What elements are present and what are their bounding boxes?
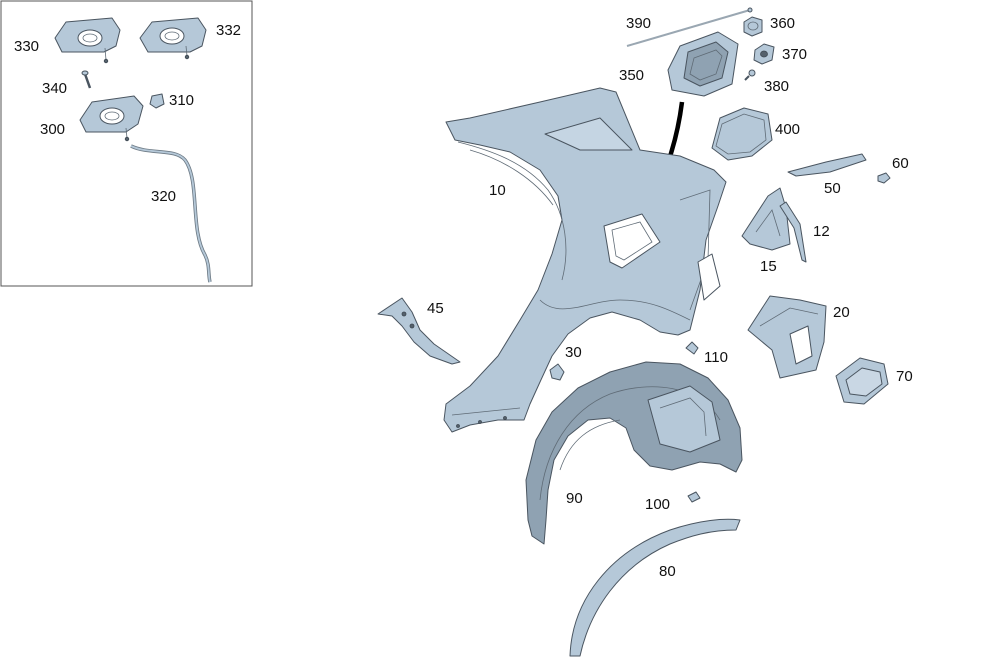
part-100-clip[interactable] <box>687 491 701 503</box>
part-20-inner-panel[interactable] <box>747 295 827 379</box>
part-370-actuator[interactable] <box>753 43 775 65</box>
label-350: 350 <box>619 67 644 84</box>
part-90-wheelhouse-liner[interactable] <box>525 361 743 545</box>
part-60-clip[interactable] <box>877 172 891 184</box>
part-45-bracket[interactable] <box>377 297 461 365</box>
label-70: 70 <box>896 368 913 385</box>
label-320: 320 <box>151 188 176 205</box>
part-350-filler-housing[interactable] <box>667 31 739 97</box>
part-310-bracket[interactable] <box>149 93 165 109</box>
label-60: 60 <box>892 155 909 172</box>
label-340: 340 <box>42 80 67 97</box>
part-30-clip[interactable] <box>549 363 565 381</box>
label-300: 300 <box>40 121 65 138</box>
part-110-clip[interactable] <box>685 341 699 355</box>
part-380-screw[interactable] <box>744 69 756 81</box>
label-370: 370 <box>782 46 807 63</box>
label-20: 20 <box>833 304 850 321</box>
part-80-arch-trim[interactable] <box>569 518 741 657</box>
part-320-drain-hose[interactable] <box>130 144 212 283</box>
part-300-housing[interactable] <box>79 95 144 142</box>
label-30: 30 <box>565 344 582 361</box>
label-90: 90 <box>566 490 583 507</box>
part-400-fuel-door[interactable] <box>711 107 773 161</box>
label-330: 330 <box>14 38 39 55</box>
label-332: 332 <box>216 22 241 39</box>
part-10-quarter-panel[interactable] <box>443 87 727 433</box>
label-45: 45 <box>427 300 444 317</box>
part-330-housing[interactable] <box>54 17 121 64</box>
label-10: 10 <box>489 182 506 199</box>
label-360: 360 <box>770 15 795 32</box>
part-12-strip[interactable] <box>779 201 807 263</box>
label-15: 15 <box>760 258 777 275</box>
label-80: 80 <box>659 563 676 580</box>
part-50-strip[interactable] <box>787 153 867 177</box>
part-15-panel[interactable] <box>741 187 791 251</box>
label-12: 12 <box>813 223 830 240</box>
label-110: 110 <box>704 349 728 366</box>
part-340-bolt[interactable] <box>81 70 92 89</box>
inset-frame <box>0 0 253 287</box>
part-332-housing[interactable] <box>139 17 207 60</box>
label-390: 390 <box>626 15 651 32</box>
label-380: 380 <box>764 78 789 95</box>
label-400: 400 <box>775 121 800 138</box>
label-310: 310 <box>169 92 194 109</box>
part-390-cable[interactable] <box>626 7 753 47</box>
part-70-box[interactable] <box>835 357 889 405</box>
label-50: 50 <box>824 180 841 197</box>
part-360-grommet[interactable] <box>743 16 763 37</box>
label-100: 100 <box>645 496 670 513</box>
